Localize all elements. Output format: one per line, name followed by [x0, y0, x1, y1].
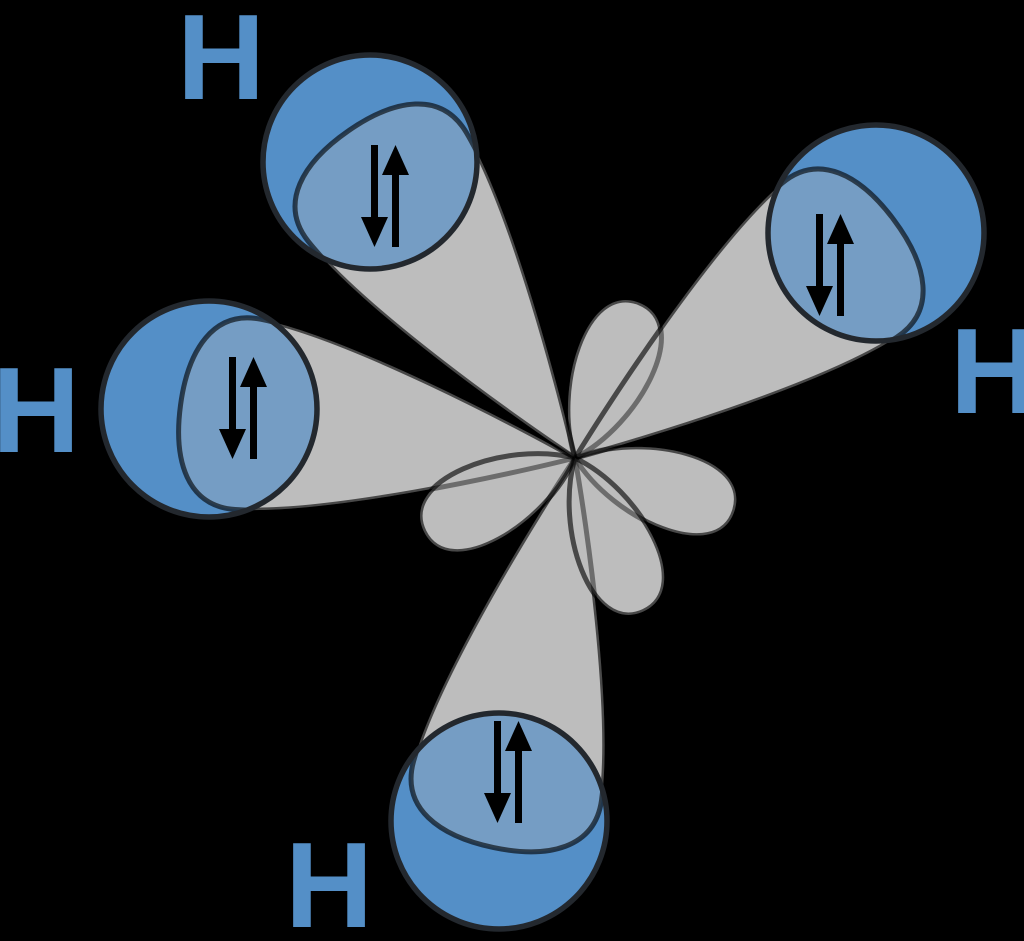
down-arrow-head	[361, 217, 388, 247]
up-arrow-head	[382, 145, 409, 175]
hydrogen-label-left: H	[0, 342, 81, 478]
hydrogen-circle-outline	[260, 52, 480, 272]
up-arrow-head	[505, 721, 532, 751]
electron-pair-arrows	[484, 721, 532, 823]
layer-electron-arrows	[219, 145, 854, 823]
hydrogen-circle-outline	[98, 298, 320, 520]
electron-pair-arrows	[219, 357, 267, 459]
up-arrow-head	[240, 357, 267, 387]
down-arrow-shaft	[816, 214, 823, 296]
hydrogen-circle-outline	[765, 122, 987, 344]
up-arrow-shaft	[515, 741, 522, 823]
down-arrow-shaft	[494, 721, 501, 803]
up-arrow-head	[827, 214, 854, 244]
up-arrow-shaft	[392, 165, 399, 247]
down-arrow-shaft	[229, 357, 236, 439]
down-arrow-head	[484, 793, 511, 823]
hydrogen-label-upper-left: H	[177, 0, 266, 125]
hydrogen-circle-outline	[388, 710, 610, 932]
down-arrow-head	[806, 286, 833, 316]
hydrogen-label-right: H	[950, 303, 1024, 439]
down-arrow-head	[219, 429, 246, 459]
hydrogen-label-bottom: H	[285, 817, 374, 941]
down-arrow-shaft	[371, 145, 378, 227]
up-arrow-shaft	[250, 377, 257, 459]
electron-pair-arrows	[361, 145, 409, 247]
electron-pair-arrows	[806, 214, 854, 316]
layer-circle-outlines	[98, 52, 987, 932]
up-arrow-shaft	[837, 234, 844, 316]
